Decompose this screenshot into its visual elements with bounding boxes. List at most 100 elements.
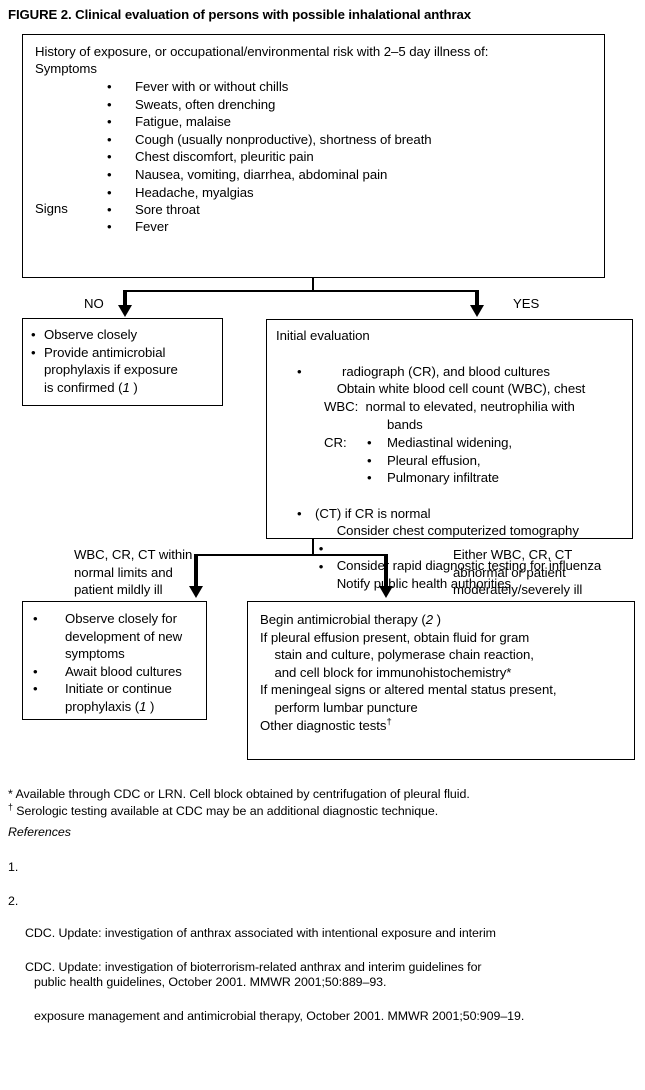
bullet-icon: • xyxy=(107,166,112,182)
bullet-icon: • xyxy=(297,363,302,379)
bullet-icon: • xyxy=(33,681,38,697)
list-item: •Fatigue, malaise xyxy=(107,114,231,130)
bullet-icon: • xyxy=(31,327,36,342)
connector-stem-top xyxy=(312,278,314,292)
bullet-icon: • xyxy=(107,184,112,200)
initial-evaluation-heading: Initial evaluation xyxy=(276,328,370,343)
severe-outcome-text: Begin antimicrobial therapy (2 ) If pleur… xyxy=(260,611,557,734)
branch-label-mild-l1: WBC, CR, CT within xyxy=(74,547,193,562)
branch-label-severe-l1: Either WBC, CR, CT xyxy=(453,547,573,562)
initial-evaluation-box: Initial evaluation • Obtain white blood … xyxy=(266,319,633,591)
branch-label-mild: WBC, CR, CT within normal limits and patie… xyxy=(74,546,192,599)
severe-line-2: If pleural effusion present, obtain flui… xyxy=(260,629,530,645)
severe-line-3: stain and culture, polymerase chain reac… xyxy=(260,647,534,663)
bullet-icon: • xyxy=(367,435,372,450)
branch-label-yes: YES xyxy=(513,296,540,311)
footnote-dagger: † Serologic testing available at CDC may… xyxy=(8,801,439,818)
reference-line2: exposure management and antimicrobial th… xyxy=(34,1009,525,1024)
bullet-icon: • xyxy=(297,505,302,521)
symptoms-list: •Fever with or without chills •Sweats, o… xyxy=(35,78,432,219)
branch-label-mild-l2: normal limits and xyxy=(74,564,173,580)
bullet-icon: • xyxy=(31,344,36,360)
branch-label-severe-l3: moderately/severely ill xyxy=(453,582,583,598)
arrow-head-mild xyxy=(189,586,203,598)
list-item: •Chest discomfort, pleuritic pain xyxy=(107,149,314,165)
figure-title: FIGURE 2. Clinical evaluation of persons… xyxy=(8,7,471,22)
severe-line-7: Other diagnostic tests† xyxy=(260,716,392,733)
history-heading-line2: Symptoms xyxy=(35,61,97,76)
bullet-icon: • xyxy=(33,663,38,679)
list-item: •Sore throat xyxy=(107,202,200,218)
wbc-line2: bands xyxy=(387,417,423,432)
bullet-icon: • xyxy=(107,79,112,94)
severe-line-5: If meningeal signs or altered mental sta… xyxy=(260,682,557,698)
signs-list: •Fever xyxy=(35,218,169,236)
list-item: •Mediastinal widening, xyxy=(367,435,513,450)
list-item: •Fever with or without chills xyxy=(107,79,289,94)
arrow-head-no xyxy=(118,305,132,317)
list-item: • Consider chest computerized tomography xyxy=(297,505,579,539)
list-item: •Pleural effusion, xyxy=(367,452,481,468)
figure-page: FIGURE 2. Clinical evaluation of persons… xyxy=(8,7,635,1023)
connector-stem-lower xyxy=(312,539,314,556)
cr-findings-list: •Mediastinal widening, •Pleural effusion… xyxy=(367,434,512,487)
branch-label-mild-l3: patient mildly ill xyxy=(74,582,163,598)
bullet-icon: • xyxy=(318,558,324,574)
arrow-shaft-yes xyxy=(475,290,479,308)
arrow-shaft-mild xyxy=(194,554,198,589)
wbc-line1: WBC: normal to elevated, neutrophilia wi… xyxy=(324,399,575,414)
list-item: •Observe closely xyxy=(31,327,138,342)
bullet-icon: • xyxy=(367,470,372,486)
initial-bullet2-line2: (CT) if CR is normal xyxy=(315,506,431,521)
severe-outcome-box: Begin antimicrobial therapy (2 ) If pleur… xyxy=(247,601,635,760)
references-heading: References xyxy=(8,825,71,839)
history-symptoms-box: History of exposure, or occupational/env… xyxy=(22,34,605,278)
bullet-icon: • xyxy=(107,202,112,218)
severe-line-1: Begin antimicrobial therapy (2 ) xyxy=(260,612,441,627)
arrow-shaft-no xyxy=(123,290,127,308)
reference-item: 2. CDC. Update: investigation of bioterr… xyxy=(8,877,524,1090)
reference-line1: CDC. Update: investigation of bioterrori… xyxy=(25,960,482,975)
connector-bar-lower xyxy=(196,554,388,556)
cr-label: CR: xyxy=(324,435,347,450)
branch-label-no: NO xyxy=(84,296,104,311)
bullet-icon: • xyxy=(107,219,112,234)
arrow-shaft-severe xyxy=(384,554,388,589)
list-item: •Await blood cultures xyxy=(33,663,182,679)
reference-number: 1. xyxy=(8,860,19,875)
list-item: •Fever xyxy=(107,219,169,234)
signs-label: Signs xyxy=(35,201,68,216)
severe-line-4: and cell block for immunohistochemistry* xyxy=(260,664,512,680)
bullet-icon: • xyxy=(33,611,38,626)
initial-bullet1-line2: radiograph (CR), and blood cultures xyxy=(342,364,550,379)
severe-line-6: perform lumbar puncture xyxy=(260,699,418,715)
bullet-icon: • xyxy=(318,540,324,556)
connector-bar-top xyxy=(125,290,479,292)
history-heading-line1: History of exposure, or occupational/env… xyxy=(35,44,489,59)
footnote-asterisk: * Available through CDC or LRN. Cell blo… xyxy=(8,787,470,801)
bullet-icon: • xyxy=(107,149,112,165)
list-item: •Cough (usually nonproductive), shortnes… xyxy=(107,131,432,147)
list-item: •Nausea, vomiting, diarrhea, abdominal p… xyxy=(107,166,388,182)
bullet-icon: • xyxy=(367,452,372,468)
branch-label-severe-l2: abnormal or patient xyxy=(453,564,566,580)
list-item: • Obtain white blood cell count (WBC), c… xyxy=(297,363,586,397)
arrow-head-severe xyxy=(379,586,393,598)
branch-label-severe: Either WBC, CR, CT abnormal or patient mod… xyxy=(453,546,582,599)
reference-number: 2. xyxy=(8,894,19,909)
bullet-icon: • xyxy=(107,114,112,130)
arrow-head-yes xyxy=(470,305,484,317)
list-item: •Sweats, often drenching xyxy=(107,96,276,112)
list-item: •Headache, myalgias xyxy=(107,184,254,200)
bullet-icon: • xyxy=(107,96,112,112)
bullet-icon: • xyxy=(107,131,112,147)
list-item: •Pulmonary infiltrate xyxy=(367,470,499,486)
list-item: • Consider rapid diagnostic testing for … xyxy=(318,540,602,574)
